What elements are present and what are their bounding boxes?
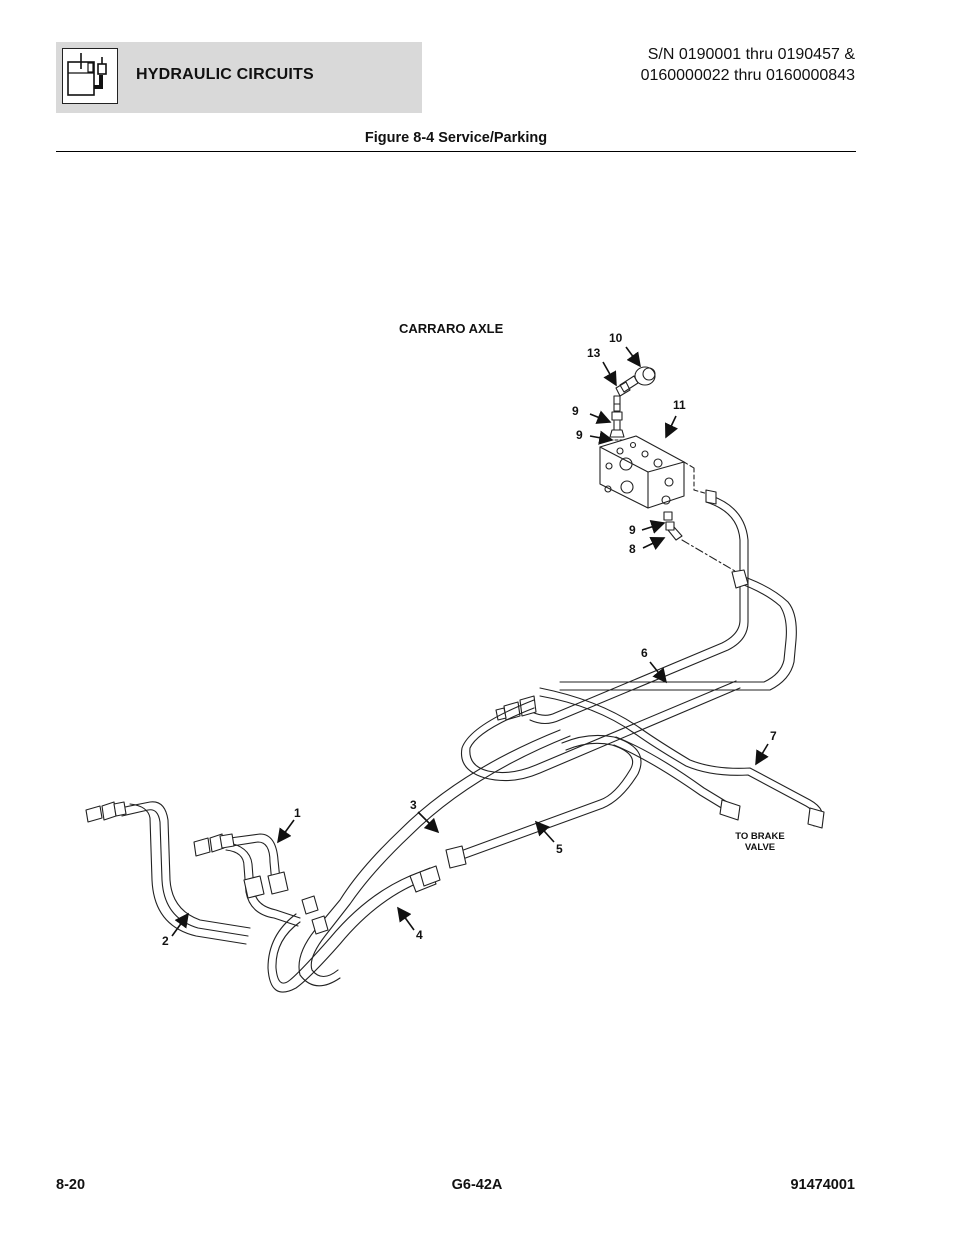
serial-line-1: S/N 0190001 thru 0190457 & — [647, 46, 855, 63]
callout-arrow-2 — [171, 912, 189, 937]
section-header: HYDRAULIC CIRCUITS — [56, 42, 422, 113]
tube-7 — [539, 569, 825, 829]
callout-3: 3 — [410, 798, 417, 812]
callout-arrow-9-bottom — [641, 520, 666, 534]
callout-8: 8 — [629, 542, 636, 556]
bottom-fittings — [663, 461, 741, 575]
model-number: G6-42A — [451, 1177, 503, 1193]
callout-arrow-4 — [397, 906, 415, 931]
callout-2: 2 — [162, 934, 169, 948]
to-brake-valve-label: TO BRAKE VALVE — [725, 831, 795, 853]
tube-6 — [460, 489, 749, 782]
brake-label-line-1: TO BRAKE — [735, 831, 785, 842]
carraro-axle-label: CARRARO AXLE — [399, 321, 504, 336]
callout-arrow-10 — [589, 410, 612, 424]
callout-arrow-6 — [649, 661, 667, 684]
serial-range: S/N 0190001 thru 0190457 & 0160000022 th… — [641, 44, 855, 86]
callout-arrow-7 — [755, 743, 769, 766]
section-title: HYDRAULIC CIRCUITS — [136, 66, 314, 83]
callout-12: 11 — [673, 398, 686, 412]
tube-1 — [193, 833, 329, 935]
header-divider — [56, 151, 856, 152]
tube-3 — [298, 729, 571, 987]
callout-6: 6 — [641, 646, 648, 660]
hydraulic-circuit-icon — [62, 48, 118, 104]
top-fittings — [609, 366, 656, 441]
callout-arrow-8 — [642, 537, 666, 551]
callout-9-bottom: 9 — [629, 523, 636, 537]
serial-line-2: 0160000022 thru 0160000843 — [640, 67, 855, 84]
callout-11: 10 — [609, 331, 623, 345]
page-number: 8-20 — [56, 1177, 86, 1193]
callout-arrow-3 — [417, 811, 440, 834]
callout-9-top: 9 — [576, 428, 583, 442]
callout-arrow-12 — [665, 415, 679, 439]
callout-1: 1 — [294, 806, 301, 820]
callout-arrow-5 — [534, 820, 555, 843]
brake-label-line-2: VALVE — [744, 841, 776, 853]
part-number: 91474001 — [790, 1177, 855, 1193]
callout-arrow-1 — [277, 819, 295, 844]
callout-arrow-13 — [602, 361, 617, 387]
callout-4: 4 — [416, 928, 423, 942]
callout-13: 13 — [587, 346, 601, 360]
tube-5 — [445, 734, 741, 869]
tube-4 — [267, 865, 441, 993]
figure-caption: Figure 8-4 Service/Parking — [364, 130, 548, 146]
callout-7: 7 — [770, 729, 777, 743]
callout-arrow-11 — [625, 346, 641, 368]
valve-block — [599, 435, 685, 509]
callout-arrow-9-top — [589, 430, 614, 445]
callout-10: 9 — [572, 404, 579, 418]
callout-5: 5 — [556, 842, 563, 856]
tube-2 — [85, 801, 251, 945]
